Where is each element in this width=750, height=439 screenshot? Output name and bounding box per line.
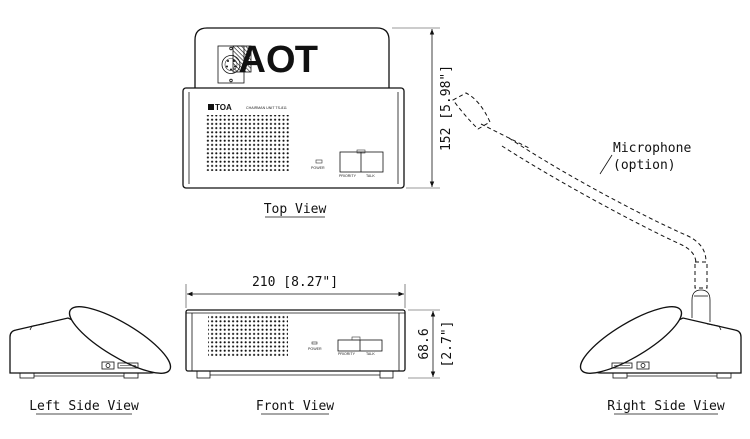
svg-text:CHAIRMAN UNIT TS-811: CHAIRMAN UNIT TS-811 bbox=[246, 106, 287, 110]
microphone-option: Microphone (option) bbox=[452, 92, 708, 289]
top-view-label: Top View bbox=[264, 202, 327, 217]
svg-text:POWER: POWER bbox=[308, 347, 322, 351]
svg-text:PRIORITY: PRIORITY bbox=[338, 352, 356, 356]
svg-text:TOA: TOA bbox=[238, 39, 318, 81]
height-dimension: 152 [5.98"] bbox=[392, 27, 454, 189]
svg-text:POWER: POWER bbox=[311, 166, 325, 170]
right-side-view: Right Side View bbox=[579, 289, 742, 415]
left-side-view: Left Side View bbox=[9, 306, 172, 415]
microphone-label: Microphone bbox=[613, 141, 691, 156]
front-view: 210 [8.27"] POWER PRIORITY TALK Front Vi… bbox=[185, 275, 406, 415]
width-dimension-text: 210 [8.27"] bbox=[252, 275, 338, 290]
microphone-option-label: (option) bbox=[613, 158, 676, 173]
height-dimension-text: 152 [5.98"] bbox=[439, 65, 454, 151]
svg-text:TALK: TALK bbox=[366, 352, 375, 356]
width-dimension: 210 [8.27"] bbox=[185, 275, 406, 308]
depth-dimension-mm: 68.6 bbox=[417, 328, 432, 359]
depth-dimension-in: [2.7"] bbox=[440, 321, 455, 368]
left-side-view-label: Left Side View bbox=[29, 399, 139, 414]
svg-text:PRIORITY: PRIORITY bbox=[339, 174, 357, 178]
right-side-view-label: Right Side View bbox=[607, 399, 725, 414]
front-view-label: Front View bbox=[256, 399, 334, 414]
depth-dimension: 68.6 [2.7"] bbox=[408, 309, 455, 379]
svg-text:TOA: TOA bbox=[215, 103, 232, 112]
toa-logo-mirrored: TOA bbox=[232, 39, 318, 81]
svg-text:TALK: TALK bbox=[366, 174, 375, 178]
top-view: TOA TOA CHAIRMAN UNIT TS-811 POWER PRIOR… bbox=[182, 27, 405, 218]
